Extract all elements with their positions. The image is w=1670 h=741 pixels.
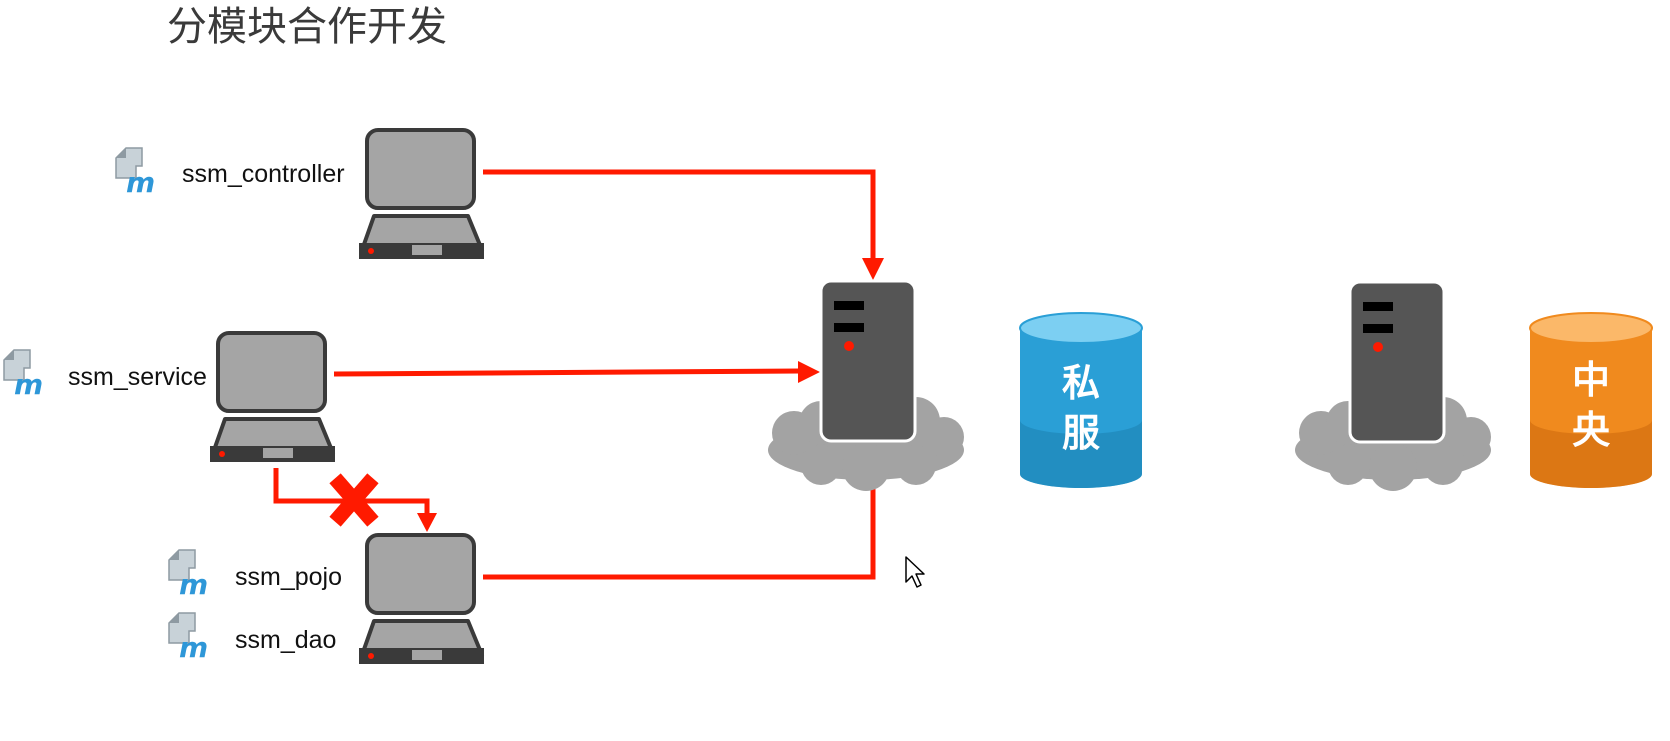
laptop-icon: [357, 533, 486, 666]
database-cylinder-icon: [1019, 312, 1143, 488]
module-label-controller: ssm_controller: [182, 160, 345, 188]
maven-module-icon: [115, 147, 156, 200]
arrowhead-controller: [862, 258, 884, 280]
central-repo-label-line2: 央: [1572, 408, 1611, 452]
laptop-icon: [208, 331, 337, 464]
central-repo-label-line1: 中: [1572, 358, 1610, 402]
arrowheads: [417, 258, 884, 532]
controller-to-private-line: [483, 169, 876, 260]
maven-module-icon: [168, 612, 209, 665]
pojo-to-private-line: [483, 468, 876, 580]
private-repo-label-line2: 服: [1062, 411, 1100, 455]
arrowhead-service: [798, 361, 820, 383]
server-icon: [819, 279, 917, 443]
arrowhead-service-pojo: [417, 513, 437, 532]
private-repo-label-line1: 私: [1062, 361, 1100, 405]
page-title: 分模块合作开发: [167, 4, 447, 50]
module-label-service: ssm_service: [68, 363, 207, 391]
laptop-icon: [357, 128, 486, 261]
blocked-cross-icon: [329, 473, 379, 527]
maven-module-icon: [3, 349, 44, 402]
database-cylinder-icon: [1529, 312, 1653, 488]
module-label-dao: ssm_dao: [235, 626, 336, 654]
server-icon: [1348, 280, 1446, 444]
maven-module-icon: [168, 549, 209, 602]
connector-lines: [273, 169, 876, 580]
mouse-cursor-icon: [905, 556, 925, 588]
module-label-pojo: ssm_pojo: [235, 563, 342, 591]
service-to-private-line: [333, 368, 801, 377]
